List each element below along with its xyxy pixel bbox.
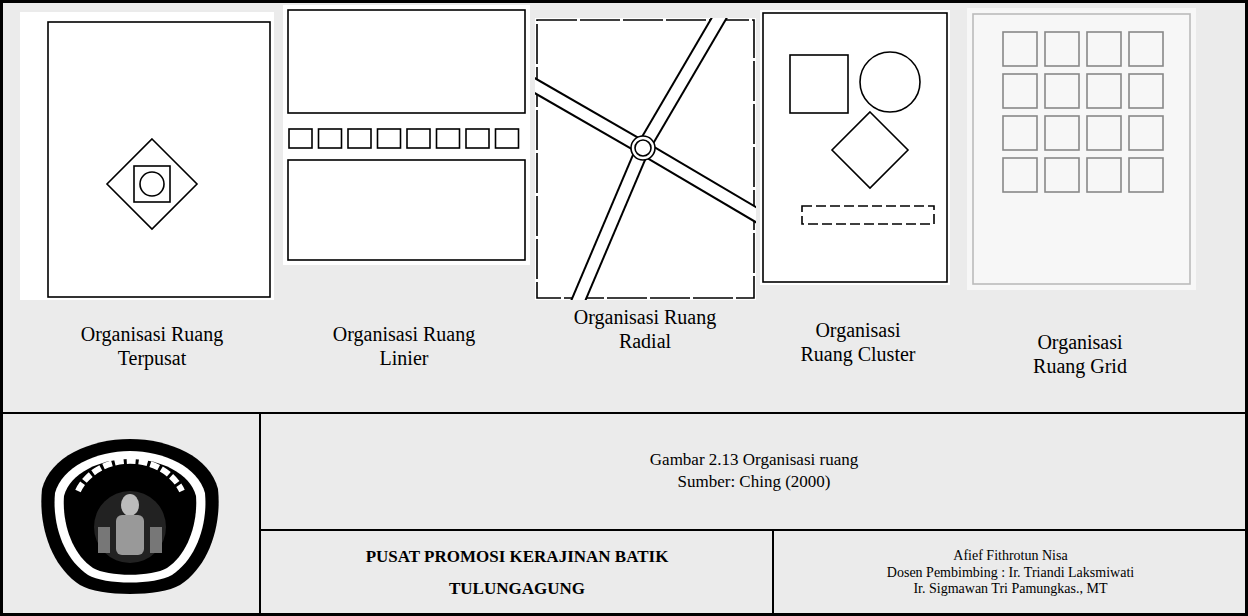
circle-space (635, 140, 651, 156)
space-outline (1003, 158, 1037, 192)
space-illustration (967, 8, 1196, 290)
space-outline (319, 129, 342, 148)
radial-arm (643, 18, 725, 148)
cell-text: Sumber: Ching (2000) (678, 472, 831, 492)
diamond-space (107, 139, 197, 229)
figure-label: Organisasi Ruang Grid (1020, 330, 1140, 378)
space-outline (1003, 116, 1037, 150)
space-outline (348, 129, 371, 148)
figure-label: Organisasi Ruang Cluster (793, 318, 923, 366)
space-outline (496, 129, 519, 148)
space-outline (1129, 74, 1163, 108)
space-illustration (20, 12, 274, 300)
space-outline (763, 13, 947, 282)
radial-arm (643, 18, 725, 148)
space-outline (48, 22, 270, 297)
radial-arm (573, 148, 643, 300)
figure-label: Organisasi Ruang Terpusat (62, 322, 242, 370)
space-outline (1045, 158, 1079, 192)
space-outline (289, 129, 312, 148)
radial-arm (643, 148, 756, 223)
space-outline (134, 166, 170, 202)
circle-space (631, 136, 655, 160)
space-outline (1045, 116, 1079, 150)
radial-arm (573, 148, 643, 300)
space-outline (288, 160, 525, 260)
space-outline (437, 129, 460, 148)
space-outline (1087, 116, 1121, 150)
space-outline (1003, 74, 1037, 108)
space-outline (407, 129, 430, 148)
cell-text: Gambar 2.13 Organisasi ruang (650, 450, 858, 470)
image-ground (283, 5, 530, 265)
cell-text: Dosen Pembimbing : Ir. Triandi Laksmiwat… (887, 565, 1134, 582)
radial-arm (643, 148, 756, 223)
space-outline (790, 55, 848, 113)
space-outline (1087, 32, 1121, 66)
figure-label: Organisasi Ruang Linier (314, 322, 494, 370)
space-outline (1129, 32, 1163, 66)
space-outline (1087, 158, 1121, 192)
grid-organization: Organisasi Ruang Grid (967, 8, 1196, 400)
image-ground (20, 12, 274, 300)
author-cell: Afief Fithrotun NisaDosen Pembimbing : I… (775, 532, 1246, 614)
space-outline (537, 20, 754, 298)
space-outline (1045, 74, 1079, 108)
space-outline (1087, 74, 1121, 108)
space-outline (378, 129, 401, 148)
image-ground (535, 18, 756, 300)
image-ground (760, 10, 950, 285)
frame-divider (772, 530, 774, 614)
space-outline (1129, 116, 1163, 150)
space-outline (802, 206, 934, 224)
university-logo (41, 439, 218, 594)
frame-divider (259, 413, 261, 614)
figure-caption-cell: Gambar 2.13 Organisasi ruangSumber: Chin… (262, 415, 1246, 529)
space-outline (288, 10, 525, 113)
diamond-space (832, 112, 908, 188)
cell-text: PUSAT PROMOSI KERAJINAN BATIK TULUNGAGUN… (307, 541, 727, 606)
frame-divider (2, 412, 1247, 414)
space-outline (1003, 32, 1037, 66)
space-outline (466, 129, 489, 148)
frame-divider (260, 529, 1247, 531)
cell-text: Afief Fithrotun Nisa (953, 548, 1067, 565)
image-ground (967, 8, 1196, 290)
project-title-cell: PUSAT PROMOSI KERAJINAN BATIK TULUNGAGUN… (262, 532, 772, 614)
linear-organization: Organisasi Ruang Linier (283, 5, 530, 400)
space-outline (1045, 32, 1079, 66)
space-outline (973, 14, 1190, 284)
central-organization: Organisasi Ruang Terpusat (20, 12, 274, 400)
space-outline (1129, 158, 1163, 192)
circle-space (860, 52, 920, 112)
circle-space (140, 172, 164, 196)
radial-arm (535, 80, 643, 148)
figure-label: Organisasi Ruang Radial (555, 305, 735, 353)
radial-arm (535, 80, 643, 148)
cell-text: Ir. Sigmawan Tri Pamungkas., MT (913, 581, 1107, 598)
space-illustration (283, 5, 530, 265)
radial-organization: Organisasi Ruang Radial (535, 18, 756, 400)
space-illustration (535, 18, 756, 300)
cluster-organization: Organisasi Ruang Cluster (760, 10, 950, 400)
space-illustration (760, 10, 950, 285)
